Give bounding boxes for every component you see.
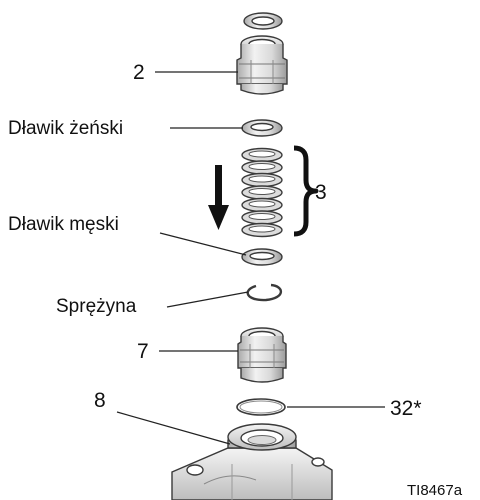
- part-2-gland-nut: [236, 35, 288, 95]
- down-arrow-icon: [208, 165, 229, 230]
- leader-part-8: [116, 411, 231, 445]
- leader-spring: [166, 291, 249, 308]
- label-bracket-ref: 3: [315, 181, 327, 204]
- v-packing-ring-bore: [248, 150, 276, 158]
- male-gland-ring: [241, 248, 283, 266]
- curly-brace-icon: [293, 145, 319, 237]
- part-7-gland-nut: [237, 327, 287, 383]
- part-8-housing: [171, 423, 333, 500]
- top-ring: [243, 12, 283, 30]
- label-part-2: 2: [133, 61, 145, 84]
- label-part-8: 8: [94, 389, 106, 412]
- spring-clip: [246, 283, 283, 302]
- label-male-gland: Dławik męski: [8, 214, 119, 235]
- female-gland-ring: [241, 119, 283, 137]
- v-packing-stack: [241, 147, 283, 238]
- part-32-o-ring: [236, 398, 286, 416]
- v-packing-ring-bore: [248, 213, 276, 220]
- v-packing-ring-bore: [248, 175, 276, 183]
- label-spring: Sprężyna: [56, 296, 137, 317]
- v-packing-ring-bore: [248, 163, 276, 170]
- v-packing-ring-bore: [248, 188, 276, 195]
- label-female-gland: Dławik żeński: [8, 118, 123, 139]
- v-packing-ring-bore: [248, 200, 276, 208]
- v-packing-ring-bore: [248, 225, 276, 233]
- label-part-7: 7: [137, 340, 149, 363]
- leader-male-gland: [159, 232, 247, 256]
- figure-id: TI8467a: [407, 482, 463, 499]
- label-part-32: 32*: [390, 397, 422, 420]
